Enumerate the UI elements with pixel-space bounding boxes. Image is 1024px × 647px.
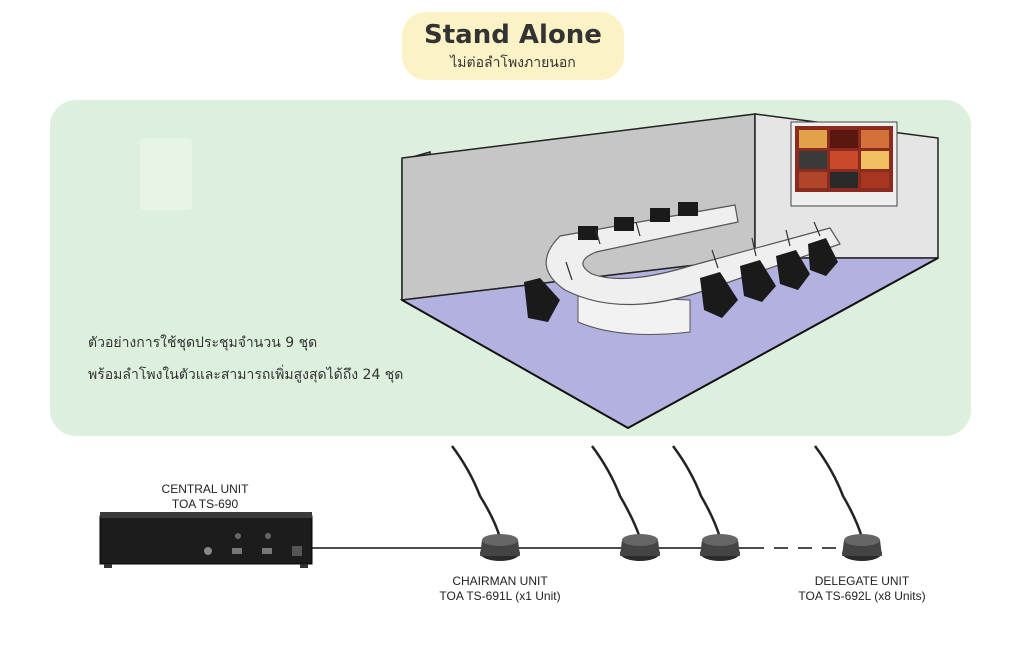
diagram-subtitle: ไม่ต่อลำโพงภายนอก: [450, 55, 576, 71]
delegate-mic-unit: [671, 445, 740, 561]
chairman-unit-model: TOA TS-691L (x1 Unit): [439, 589, 561, 603]
caption-line-2: พร้อมลำโพงในตัวและสามารถเพิ่มสูงสุดได้ถึ…: [88, 367, 404, 383]
delegate-mic-unit: [813, 445, 882, 561]
conference-table-base: [577, 295, 691, 335]
conference-room: [399, 113, 939, 430]
central-unit-name: CENTRAL UNIT: [161, 482, 249, 496]
delegate-unit-model: TOA TS-692L (x8 Units): [798, 589, 926, 603]
chair: [808, 238, 838, 276]
central-unit-label: CENTRAL UNIT TOA TS-690: [140, 482, 270, 512]
chair: [700, 272, 738, 318]
delegate-unit-name: DELEGATE UNIT: [814, 574, 910, 588]
delegate-mic-unit: [590, 445, 660, 561]
chairman-unit-name: CHAIRMAN UNIT: [452, 574, 548, 588]
chair: [524, 278, 560, 322]
title-badge: Stand Alone ไม่ต่อลำโพงภายนอก: [402, 12, 624, 80]
chair: [740, 260, 776, 302]
floor-edge: [401, 257, 939, 430]
diagram-title: Stand Alone: [424, 20, 602, 50]
central-unit-model: TOA TS-690: [171, 497, 239, 511]
caption-line-1: ตัวอย่างการใช้ชุดประชุมจำนวน 9 ชุด: [88, 335, 318, 351]
delegate-unit-label: DELEGATE UNIT TOA TS-692L (x8 Units): [776, 574, 948, 604]
chairman-mic-unit: [450, 445, 520, 561]
panel-highlight: [140, 138, 192, 210]
central-unit-device: [99, 512, 313, 568]
chair: [776, 250, 810, 290]
chairman-unit-label: CHAIRMAN UNIT TOA TS-691L (x1 Unit): [420, 574, 580, 604]
